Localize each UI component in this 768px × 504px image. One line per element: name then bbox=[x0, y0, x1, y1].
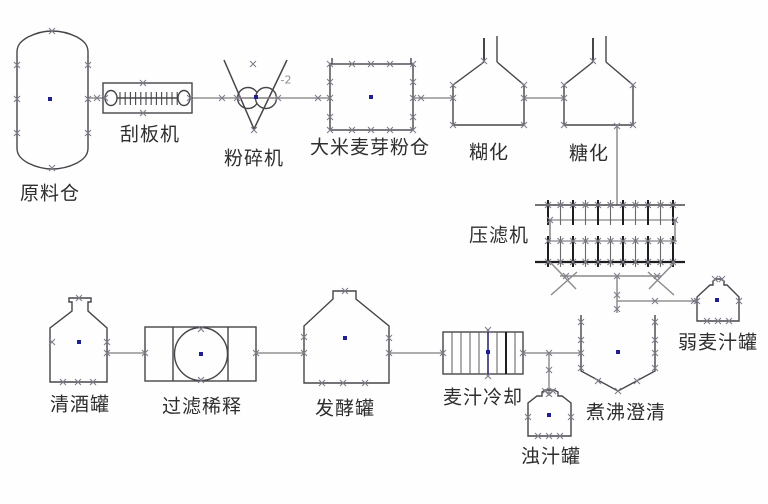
crusher-annotation: -2 bbox=[280, 73, 292, 87]
label-raw-material-silo: 原料仓 bbox=[19, 183, 81, 205]
insertion-points[interactable] bbox=[48, 95, 719, 417]
label-fermentation-tank: 发酵罐 bbox=[314, 398, 376, 420]
gelatinization-vessel-shape[interactable] bbox=[452, 36, 525, 126]
label-crusher: 粉碎机 bbox=[223, 148, 285, 170]
raw-material-silo-shape[interactable] bbox=[16, 30, 89, 170]
crusher-shape[interactable] bbox=[223, 59, 288, 130]
label-saccharification: 糖化 bbox=[568, 143, 610, 165]
label-weak-wort-tank: 弱麦汁罐 bbox=[677, 332, 759, 354]
label-wort-cooling: 麦汁冷却 bbox=[442, 387, 524, 409]
label-boiling-clarification: 煮沸澄清 bbox=[585, 402, 667, 424]
turbid-wort-tank-shape[interactable] bbox=[527, 389, 572, 437]
screw-ticks bbox=[119, 92, 178, 105]
label-gelatinization: 糊化 bbox=[468, 142, 510, 164]
label-clear-beer-tank: 清酒罐 bbox=[49, 394, 111, 416]
selection-grips[interactable] bbox=[13, 27, 743, 440]
press-plates bbox=[547, 200, 674, 267]
cooler-plates bbox=[451, 332, 516, 374]
filter-press-shape[interactable] bbox=[535, 200, 685, 296]
scraper-conveyor-shape[interactable] bbox=[102, 82, 193, 114]
clear-beer-tank-shape[interactable] bbox=[49, 297, 108, 383]
label-filtration-dilution: 过滤稀释 bbox=[161, 396, 243, 418]
press-funnel[interactable] bbox=[549, 261, 676, 296]
saccharification-vessel-shape[interactable] bbox=[563, 36, 634, 126]
label-turbid-wort-tank: 浊汁罐 bbox=[520, 446, 582, 468]
wort-cooler-shape[interactable] bbox=[442, 331, 524, 375]
rice-malt-powder-silo-shape[interactable] bbox=[329, 58, 414, 131]
label-filter-press: 压滤机 bbox=[468, 225, 530, 247]
label-rice-malt-powder-silo: 大米麦芽粉仓 bbox=[309, 137, 431, 159]
label-scraper-conveyor: 刮板机 bbox=[119, 124, 181, 146]
fermentation-tank-shape[interactable] bbox=[303, 290, 390, 384]
